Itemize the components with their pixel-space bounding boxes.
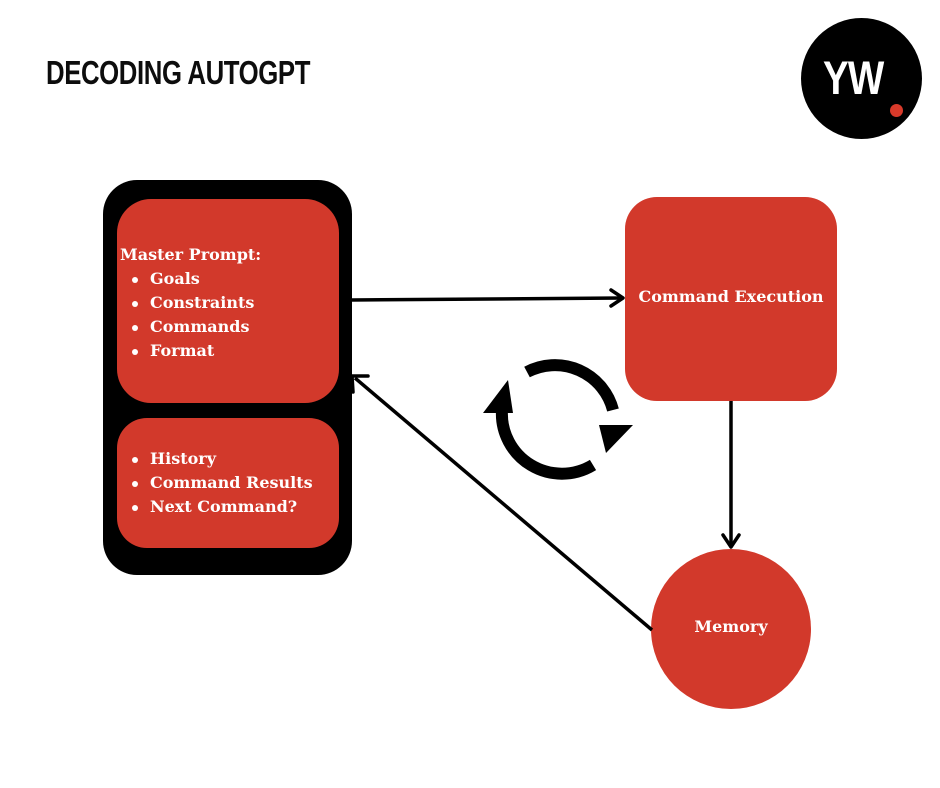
master-prompt-list: Goals Constraints Commands Format (117, 267, 254, 363)
list-item: History (117, 447, 313, 471)
history-list: History Command Results Next Command? (117, 447, 313, 519)
master-prompt-heading: Master Prompt: (120, 245, 262, 264)
yw-logo: YW (801, 18, 922, 139)
history-box: History Command Results Next Command? (117, 418, 339, 548)
list-item: Command Results (117, 471, 313, 495)
logo-dot (890, 104, 903, 117)
list-item: Next Command? (117, 495, 313, 519)
command-execution-node: Command Execution (625, 197, 837, 401)
memory-label: Memory (694, 617, 768, 636)
command-execution-label: Command Execution (638, 287, 824, 306)
list-item: Commands (117, 315, 254, 339)
page-title: DECODING AUTOGPT (46, 54, 311, 91)
master-prompt-box: Master Prompt: Goals Constraints Command… (117, 199, 339, 403)
arrow-execution-to-memory (721, 401, 741, 549)
memory-node: Memory (651, 549, 811, 709)
arrow-prompt-to-execution (350, 288, 625, 308)
cycle-arrows-icon (483, 359, 633, 480)
list-item: Constraints (117, 291, 254, 315)
arrow-memory-to-prompt (350, 374, 654, 632)
list-item: Format (117, 339, 254, 363)
list-item: Goals (117, 267, 254, 291)
logo-text: YW (823, 51, 884, 104)
